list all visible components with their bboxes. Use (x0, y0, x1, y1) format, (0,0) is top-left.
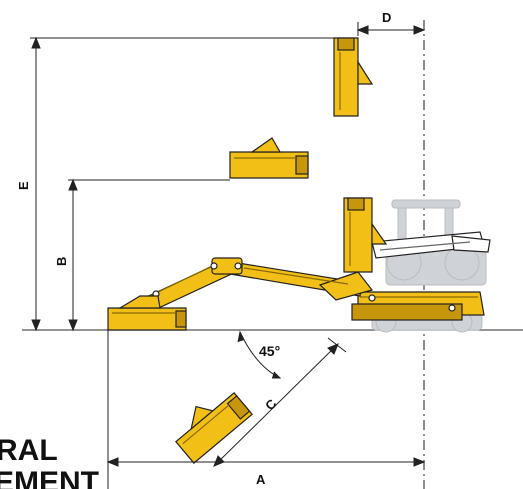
angle-label: 45° (259, 343, 280, 359)
cutter-head-top (333, 37, 374, 117)
dim-b-label: B (54, 257, 69, 266)
corner-text-line1: RAL (0, 434, 58, 467)
mounting-frame (351, 291, 485, 321)
dim-a-label: A (256, 472, 266, 487)
cutter-head-slope (175, 392, 253, 464)
dimension-b (68, 178, 230, 332)
lift-ram (371, 231, 491, 259)
dimension-a (106, 330, 426, 489)
cutter-head-vertical (343, 197, 388, 273)
angle-45-indicator (237, 330, 282, 379)
dimension-e (30, 36, 334, 332)
dimension-d (356, 22, 426, 36)
corner-text-line2: EMENT (0, 466, 99, 489)
dim-d-label: D (382, 10, 391, 25)
boom-arm (139, 257, 374, 313)
dim-e-label: E (16, 181, 31, 190)
cutter-head-mid (229, 137, 309, 179)
cutter-head-ground (107, 295, 187, 331)
dim-c-label: C (262, 396, 280, 414)
dimension-c (213, 337, 347, 467)
